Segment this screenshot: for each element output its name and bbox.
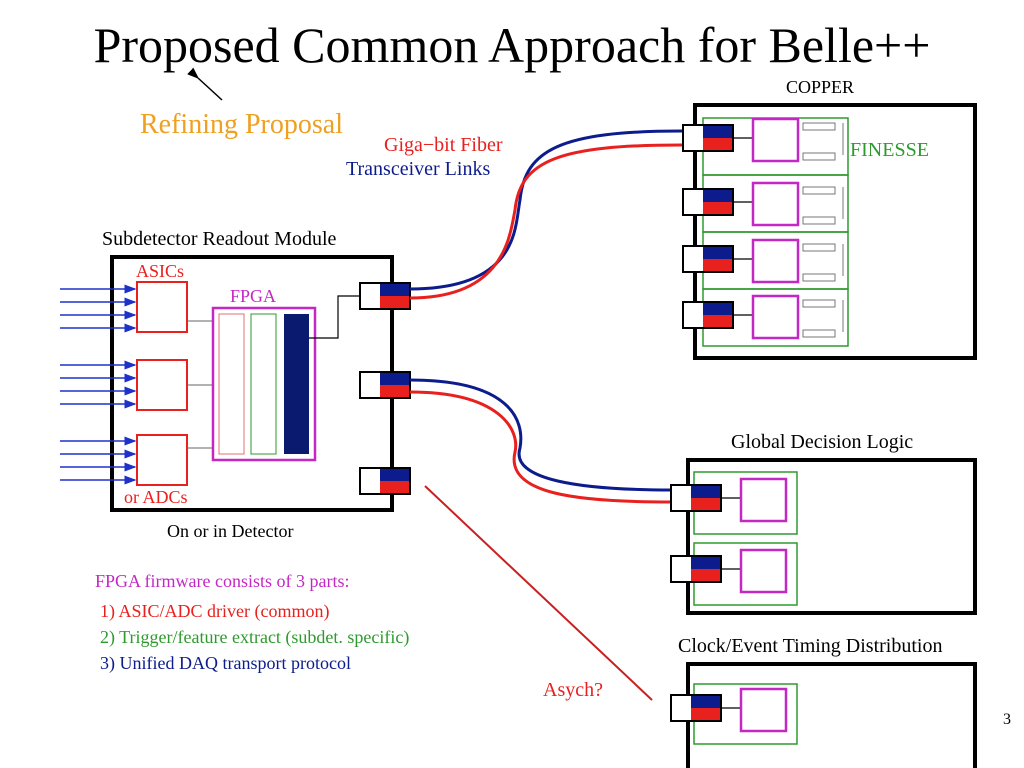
- copper-module-3-transceiver: [682, 245, 734, 273]
- page-number: 3: [1003, 711, 1011, 728]
- copper-module-3-logic: [751, 238, 800, 284]
- copper-box: [693, 103, 977, 360]
- firmware-heading: FPGA firmware consists of 3 parts:: [95, 571, 349, 591]
- gdl-module-2-logic: [739, 548, 788, 594]
- gdl-box: [686, 458, 977, 615]
- copper-module-4-transceiver: [682, 301, 734, 329]
- fpga-part-trigger: [250, 313, 277, 455]
- asynch-link: [424, 485, 653, 701]
- readout-transceiver-3: [359, 467, 411, 495]
- fpga-label: FPGA: [230, 286, 276, 306]
- copper-modules: [682, 117, 844, 340]
- asics-label: ASICs: [136, 261, 184, 281]
- firmware-part-2: 2) Trigger/feature extract (subdet. spec…: [100, 627, 409, 648]
- slide-title: Proposed Common Approach for Belle++: [94, 17, 931, 73]
- copper-module-3: [682, 238, 844, 284]
- gdl-module-2-transceiver: [670, 555, 722, 583]
- fpga-part-transport: [284, 314, 309, 454]
- asic-block-1: [136, 281, 188, 333]
- gdl-module-1-transceiver: [670, 484, 722, 512]
- copper-module-2-transceiver: [682, 188, 734, 216]
- copper-module-1-logic: [751, 117, 800, 163]
- fpga-to-transceiver-link: [309, 295, 360, 339]
- gdl-title: Global Decision Logic: [731, 431, 913, 453]
- clock-title: Clock/Event Timing Distribution: [678, 635, 942, 657]
- fiber-label-line1: Giga−bit Fiber: [384, 134, 503, 156]
- fiber-cable-copper: [409, 129, 683, 300]
- readout-transceivers: [359, 282, 411, 495]
- asic-block-3: [136, 434, 188, 486]
- fpga-part-driver: [218, 313, 245, 455]
- readout-title: Subdetector Readout Module: [102, 228, 337, 250]
- gdl-modules: [670, 477, 788, 594]
- finesse-label: FINESSE: [850, 139, 929, 161]
- firmware-part-1: 1) ASIC/ADC driver (common): [100, 601, 329, 622]
- asynch-label: Asych?: [543, 679, 603, 701]
- fiber-label-line2: Transceiver Links: [346, 158, 490, 180]
- input-arrows: [60, 284, 137, 485]
- clock-module-1-logic: [739, 687, 788, 733]
- asic-fpga-links: [187, 320, 213, 449]
- copper-module-2-logic: [751, 181, 800, 227]
- location-label: On or in Detector: [167, 521, 293, 541]
- adcs-label: or ADCs: [124, 487, 188, 507]
- firmware-part-3: 3) Unified DAQ transport protocol: [100, 653, 351, 674]
- fiber-cable-gdl: [409, 378, 673, 504]
- readout-transceiver-2: [359, 371, 411, 399]
- readout-transceiver-1: [359, 282, 411, 310]
- asic-block-2: [136, 359, 188, 411]
- gdl-module-1-logic: [739, 477, 788, 523]
- clock-modules: [670, 687, 788, 733]
- gdl-module-2: [670, 548, 788, 594]
- copper-module-4-logic: [751, 294, 800, 340]
- refining-proposal-note: Refining Proposal: [140, 109, 343, 140]
- asic-blocks: [136, 281, 188, 486]
- copper-module-1-transceiver: [682, 124, 734, 152]
- clock-box: [686, 662, 977, 768]
- fpga-box: [211, 306, 317, 462]
- copper-module-2: [682, 181, 844, 227]
- refining-arrow: [187, 67, 223, 101]
- copper-module-1: [682, 117, 844, 163]
- clock-module-1-transceiver: [670, 694, 722, 722]
- gdl-module-1: [670, 477, 788, 523]
- copper-module-4: [682, 294, 844, 340]
- copper-title: COPPER: [786, 77, 854, 97]
- clock-module-1: [670, 687, 788, 733]
